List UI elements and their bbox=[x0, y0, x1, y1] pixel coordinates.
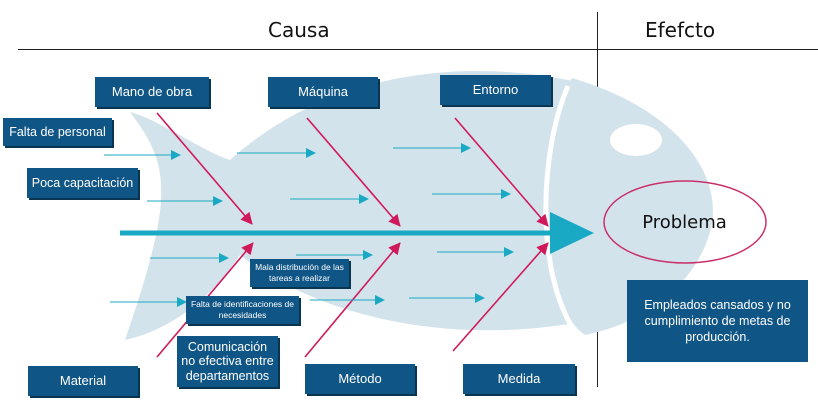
cause-header: Causa bbox=[268, 18, 330, 42]
cause-mala-distribucion: Mala distribución de las tareas a realiz… bbox=[250, 259, 349, 287]
category-metodo: Método bbox=[305, 364, 415, 394]
effect-header: Efefcto bbox=[645, 18, 716, 42]
cause-poca-capacitacion: Poca capacitación bbox=[27, 168, 138, 198]
cause-falta-de-identificaciones: Falta de identificaciones de necesidades bbox=[186, 296, 299, 324]
category-maquina: Máquina bbox=[268, 77, 378, 107]
problem-label: Problema bbox=[642, 212, 727, 233]
cause-comunicacion-no-efectiva: Comunicación no efectiva entre departame… bbox=[177, 336, 278, 387]
fish-gill bbox=[543, 84, 577, 332]
fish-body bbox=[125, 70, 590, 341]
category-mano-de-obra: Mano de obra bbox=[95, 77, 209, 107]
effect-description: Empleados cansados y no cumplimiento de … bbox=[627, 280, 808, 362]
category-entorno: Entorno bbox=[440, 75, 551, 105]
spine-arrowhead bbox=[550, 212, 594, 254]
problem-ellipse bbox=[603, 180, 767, 264]
bone-mano-de-obra bbox=[156, 112, 253, 225]
bone-entorno bbox=[454, 117, 549, 227]
bone-medida bbox=[452, 242, 549, 352]
header-divider bbox=[18, 49, 818, 50]
bone-maquina bbox=[306, 117, 401, 227]
cause-falta-de-personal: Falta de personal bbox=[3, 118, 112, 146]
fish-eye bbox=[610, 124, 662, 156]
fish-head bbox=[541, 78, 713, 335]
category-medida: Medida bbox=[463, 364, 575, 394]
category-material: Material bbox=[28, 366, 138, 396]
